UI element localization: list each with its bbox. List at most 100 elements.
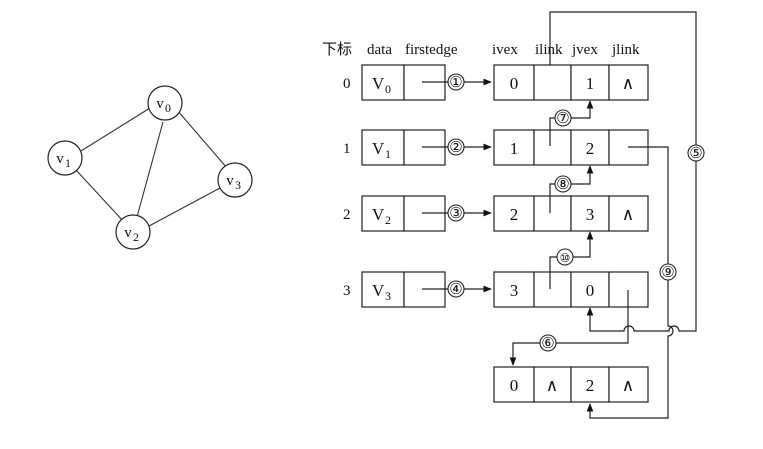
data-cell [361, 129, 405, 166]
svg-text:1: 1 [65, 156, 71, 170]
svg-text:v: v [56, 151, 64, 167]
jlink-cell [608, 195, 649, 232]
vertex-subscript: 2 [133, 230, 139, 244]
link-10: ⑩ [549, 231, 594, 289]
vertex-v2: v 2 [115, 214, 151, 250]
jlink-cell [608, 366, 649, 403]
vertex-subscript: 3 [235, 178, 241, 192]
edge-v1-v2 [75, 169, 125, 223]
jvex-value: 2 [586, 139, 595, 158]
link-marker: ⑤ [689, 146, 702, 162]
vertex-v1: v 1 [47, 140, 83, 176]
header-jvex: jvex [571, 42, 598, 58]
ilink-cell [533, 195, 572, 232]
svg-text:0: 0 [165, 101, 171, 115]
ivex-cell [493, 129, 535, 166]
vertex-name: V [372, 74, 385, 93]
link-marker: ② [449, 140, 462, 156]
ivex-value: 1 [510, 139, 519, 158]
ivex-cell [493, 64, 535, 101]
link-9: ⑨ [586, 146, 677, 419]
header-ilink: ilink [535, 42, 563, 58]
edge-v0-v2 [136, 121, 164, 218]
edge-node-4: 0 ∧ 2 ∧ [493, 366, 649, 403]
row-index: 3 [343, 283, 351, 299]
svg-text:3: 3 [235, 178, 241, 192]
edge-node-1: 1 2 [493, 129, 649, 166]
ilink-cell [533, 271, 572, 308]
vertex-subscript: 1 [385, 147, 391, 161]
ilink-cell [533, 366, 572, 403]
header-data: data [367, 42, 392, 58]
ilink-cell [533, 129, 572, 166]
vertex-subscript: 1 [65, 156, 71, 170]
data-cell [361, 271, 405, 308]
jvex-cell [570, 366, 610, 403]
link-marker: ⑩ [560, 251, 571, 265]
edge-v0-v1 [80, 107, 151, 152]
svg-text:v: v [226, 173, 234, 189]
header-ivex: ivex [492, 42, 518, 58]
jvex-cell [570, 129, 610, 166]
vertex-label: v [156, 96, 164, 112]
link-marker: ⑦ [556, 111, 569, 127]
jvex-value: 2 [586, 376, 595, 395]
link-marker: ① [449, 75, 462, 91]
firstedge-link-3: ④ [422, 280, 492, 298]
row-index: 0 [343, 76, 351, 92]
link-marker: ④ [449, 282, 462, 298]
link-marker: ③ [449, 206, 462, 222]
jvex-cell [570, 271, 610, 308]
ivex-value: 0 [510, 74, 519, 93]
header-jlink: jlink [611, 42, 640, 58]
vertex-label: v [226, 173, 234, 189]
edge-node-2: 2 3 ∧ [493, 195, 649, 232]
ivex-value: 0 [510, 376, 519, 395]
vertex-subscript: 3 [385, 289, 391, 303]
edge-v2-v3 [148, 187, 221, 227]
vertex-label: v [124, 225, 132, 241]
firstedge-link-2: ③ [422, 204, 492, 222]
vertex-name: V [372, 281, 385, 300]
data-cell [361, 64, 405, 101]
vertex-label: v [56, 151, 64, 167]
jvex-value: 1 [586, 74, 595, 93]
ivex-value: 2 [510, 205, 519, 224]
jlink-value: ∧ [622, 205, 634, 224]
vertex-name: V [372, 139, 385, 158]
link-marker: ⑨ [661, 265, 674, 281]
row-index: 2 [343, 207, 351, 223]
jlink-value: ∧ [622, 74, 634, 93]
jvex-value: 0 [586, 281, 595, 300]
row-index: 1 [343, 141, 351, 157]
svg-text:v: v [156, 96, 164, 112]
svg-text:v: v [124, 225, 132, 241]
jlink-value: ∧ [622, 376, 634, 395]
link-6: ⑥ [509, 290, 629, 366]
edge-nodes: 0 1 ∧ 1 2 2 3 ∧ [493, 64, 649, 403]
vertex-subscript: 0 [385, 82, 391, 96]
ivex-cell [493, 195, 535, 232]
firstedge-link-1: ② [422, 138, 492, 156]
ilink-value: ∧ [546, 376, 558, 395]
vertex-v0: v 0 [147, 85, 183, 121]
vertex-table: 0 V 0 1 V 1 2 V 2 3 V 3 [343, 64, 446, 308]
link-7: ⑦ [549, 100, 594, 146]
column-headers: 下标 data firstedge ivex ilink jvex jlink [322, 41, 640, 58]
link-5: ⑤ [549, 11, 705, 332]
firstedge-links: ① ② ③ ④ [422, 73, 492, 298]
vertex-name: V [372, 205, 385, 224]
svg-text:2: 2 [133, 230, 139, 244]
header-index: 下标 [322, 41, 352, 58]
ivex-value: 3 [510, 281, 519, 300]
edge-node-3: 3 0 [493, 271, 649, 308]
vertex-subscript: 2 [385, 213, 391, 227]
jlink-cell [608, 64, 649, 101]
edge-v0-v3 [176, 109, 228, 169]
undirected-graph: v 0 v 1 v 2 v 3 [47, 85, 253, 250]
firstedge-link-0: ① [422, 73, 492, 91]
header-firstedge: firstedge [405, 42, 458, 58]
link-pointers: ⑦ ⑧ ⑩ ⑥ ⑨ ⑤ [509, 11, 705, 419]
ilink-cell [533, 64, 572, 101]
